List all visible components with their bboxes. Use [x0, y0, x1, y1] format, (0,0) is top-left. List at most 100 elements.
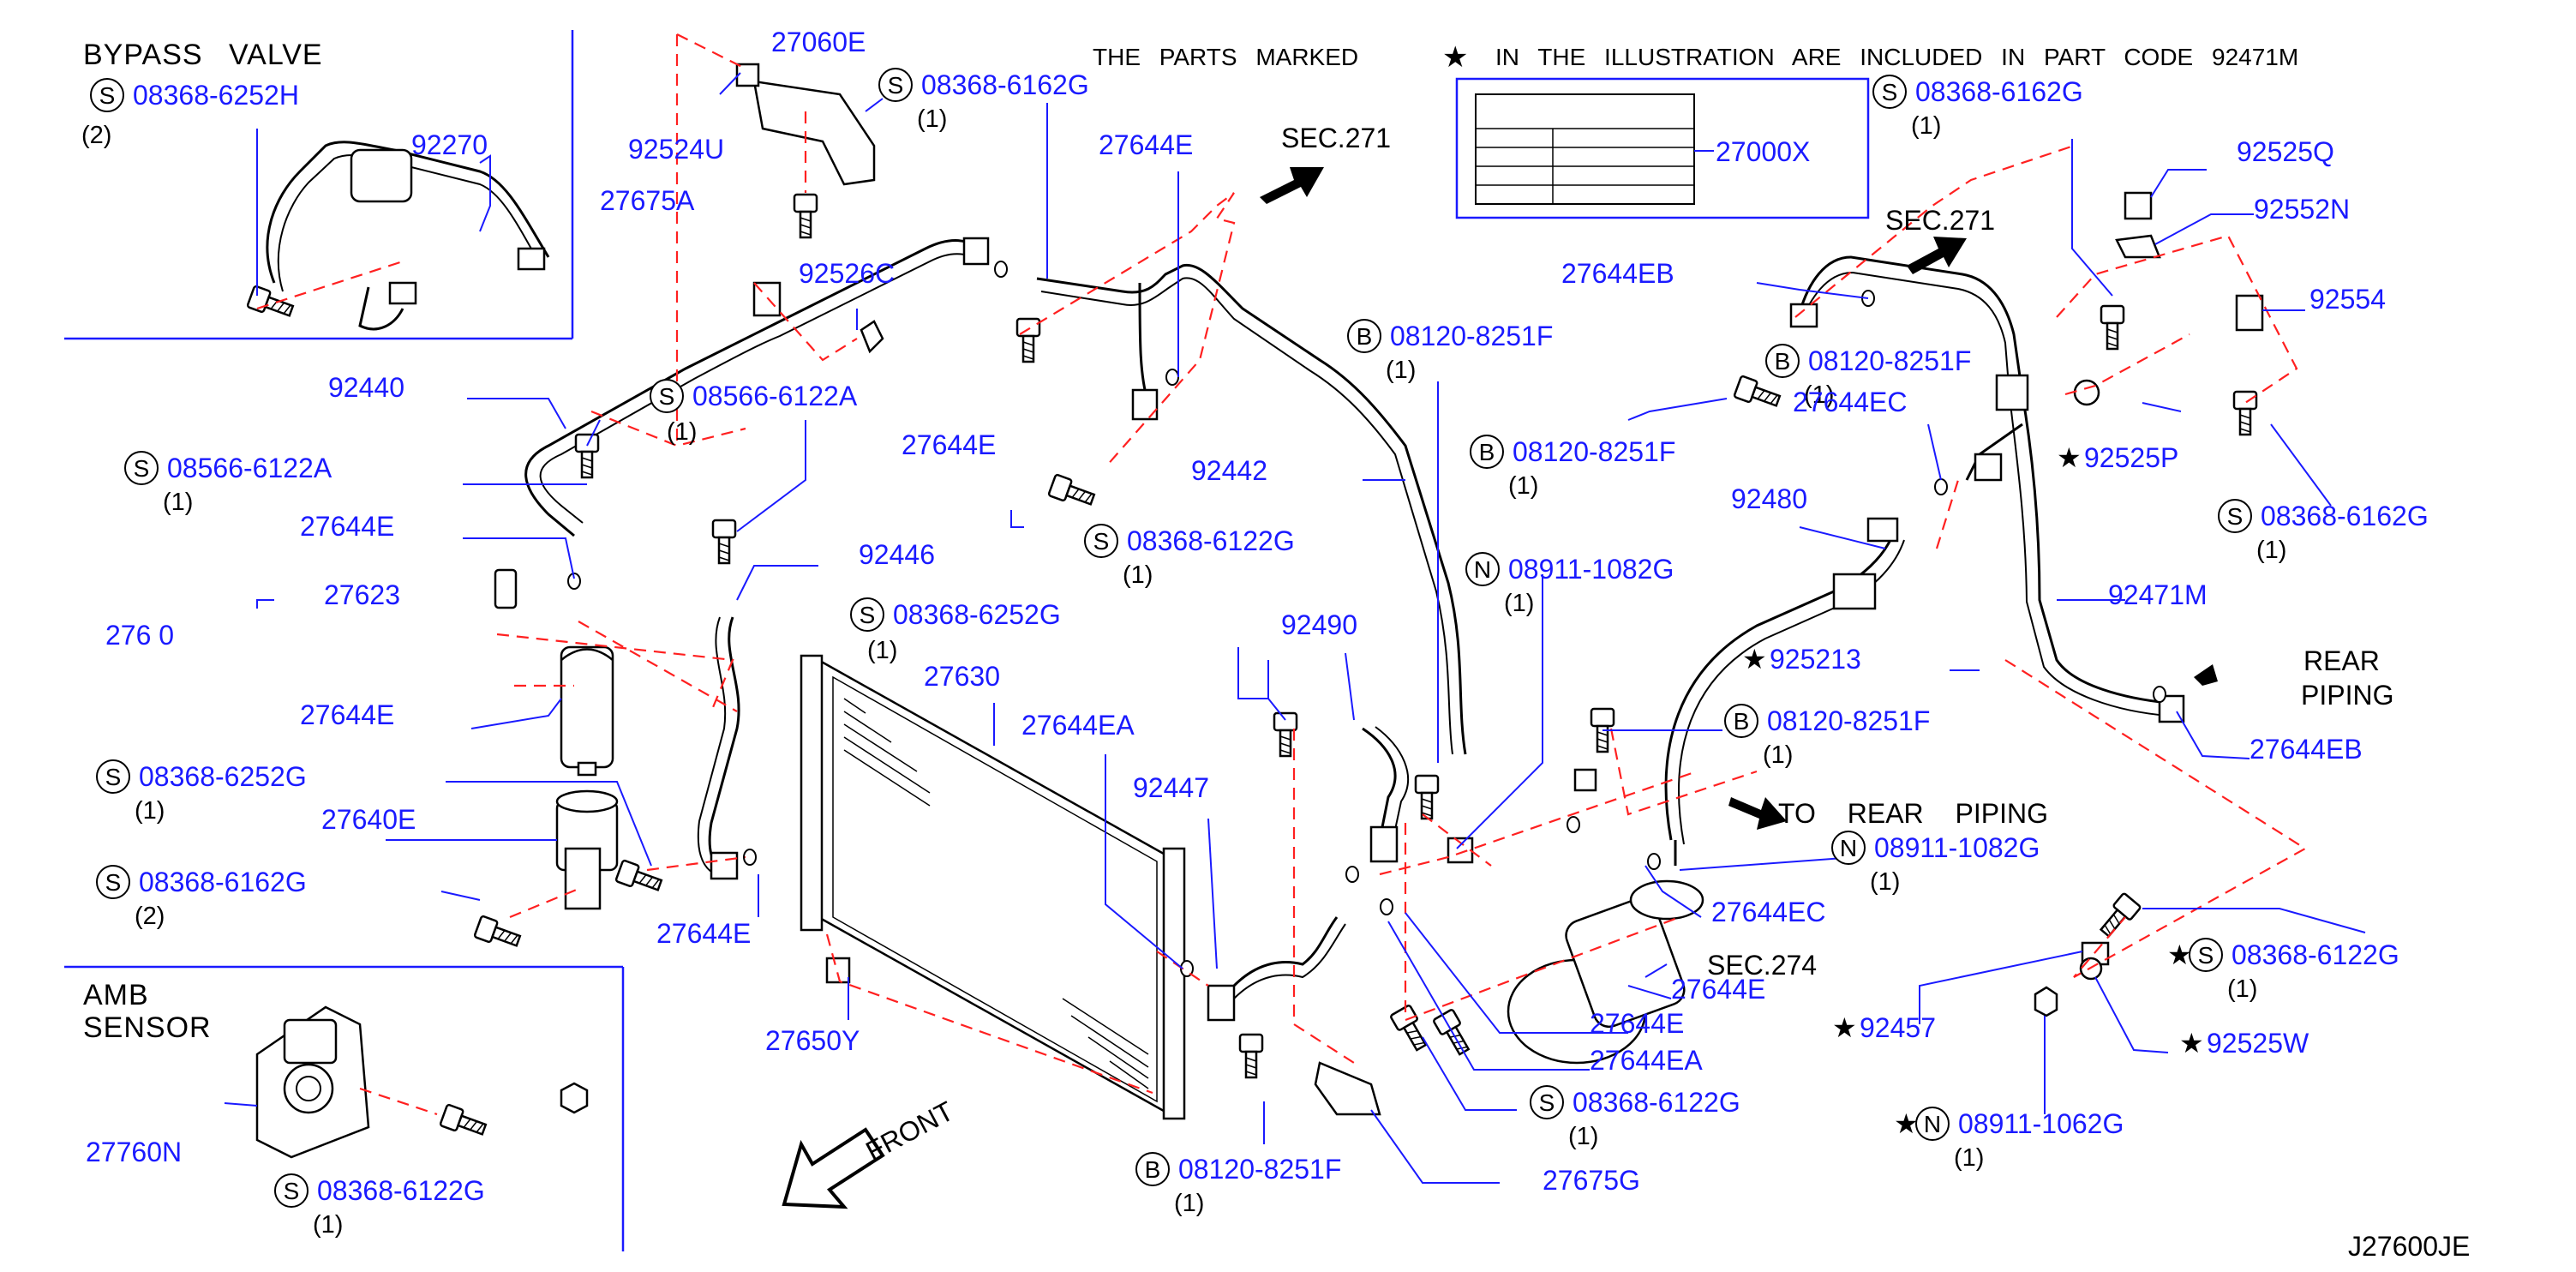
sec271-arrow-a — [1260, 167, 1324, 204]
part-prefix: S — [860, 602, 876, 628]
part-callout: 27644E — [1671, 974, 1765, 1005]
part-code: 27644EB — [1561, 258, 1674, 289]
part-callout: 92440 — [328, 372, 404, 403]
amb-sensor-title-2: SENSOR — [83, 1011, 212, 1044]
star-icon: ★ — [1832, 1012, 1857, 1043]
part-prefix: S — [2227, 503, 2244, 530]
part-code: 27644E — [1590, 1008, 1684, 1039]
part-callout: 27644EC — [1793, 387, 1907, 417]
hex-nut — [560, 1082, 589, 1114]
part-qty: (1) — [1954, 1144, 1984, 1172]
part-prefix: N — [1474, 556, 1491, 583]
part-prefix: S — [99, 82, 116, 109]
part-callout: 27644E — [300, 699, 394, 730]
prefix-circle-icon — [1530, 1085, 1564, 1119]
prefix-circle-icon — [90, 78, 124, 112]
to-rear-piping-arrow — [1728, 797, 1787, 830]
prefix-circle-icon — [2218, 499, 2252, 533]
part-code: 08368-6122G — [1573, 1087, 1740, 1118]
part-callout: 92471M — [2108, 579, 2208, 610]
part-code: 92471M — [2108, 579, 2208, 610]
part-prefix: N — [1840, 835, 1857, 861]
dashed-alignment-lines — [256, 33, 2308, 1116]
part-callout: 27623 — [324, 579, 400, 610]
part-code: 08120-8251F — [1390, 321, 1553, 351]
part-qty: (1) — [667, 418, 697, 446]
part-code: 08368-6122G — [317, 1175, 485, 1206]
part-code: 08368-6252G — [139, 761, 307, 792]
part-code: 92526C — [799, 258, 895, 289]
part-callout: 92446 — [859, 539, 935, 570]
part-qty: (1) — [1870, 868, 1900, 896]
part-callout: 92490 — [1281, 609, 1357, 640]
part-code: 27644E — [656, 918, 751, 949]
prefix-circle-icon — [1135, 1152, 1170, 1186]
note-included: IN THE ILLUSTRATION ARE INCLUDED IN PART… — [1495, 44, 2298, 70]
part-qty: (2) — [81, 122, 111, 149]
prefix-circle-icon — [96, 759, 130, 794]
part-code: 27644E — [300, 511, 394, 542]
part-qty: (1) — [163, 489, 193, 516]
prefix-circle-icon — [1465, 552, 1500, 586]
front-arrow — [782, 1127, 885, 1209]
rear-piping-label-2: PIPING — [2301, 680, 2393, 711]
part-prefix: B — [1479, 439, 1495, 465]
part-callout: 27644E — [1590, 1008, 1684, 1039]
part-qty: (1) — [1123, 561, 1153, 589]
sec271-label-a: SEC.271 — [1281, 123, 1391, 153]
part-prefix: B — [1357, 323, 1373, 350]
part-code: 08368-6122G — [1127, 525, 1295, 556]
part-callout: ★92457 — [1832, 1012, 1936, 1043]
front-label: FRONT — [860, 1095, 958, 1167]
nut-08911-1062g — [2034, 986, 2058, 1017]
part-prefix: S — [284, 1178, 300, 1204]
part-qty: (1) — [313, 1211, 343, 1239]
part-code: 08368-6252G — [893, 599, 1061, 630]
part-qty: (1) — [1508, 472, 1538, 500]
part-prefix: S — [1093, 528, 1110, 555]
prefix-circle-icon — [1831, 831, 1866, 865]
prefix-circle-icon — [878, 68, 913, 102]
part-callout: 92525Q — [2237, 136, 2334, 167]
bypass-valve-frame — [64, 30, 574, 340]
amb-sensor-part — [255, 1005, 370, 1159]
part-code: 27650Y — [765, 1025, 860, 1056]
part-code: 92270 — [411, 129, 488, 160]
part-callout: 27675G — [1543, 1165, 1640, 1196]
prefix-circle-icon — [96, 865, 130, 899]
part-callout: S 08368-6122G (1) — [1084, 524, 1295, 589]
part-qty: (1) — [867, 637, 897, 664]
part-callout: 92554 — [2309, 284, 2386, 315]
prefix-circle-icon — [1347, 319, 1381, 353]
part-callout: 27650Y — [765, 1025, 860, 1056]
part-code: 08368-6122G — [2232, 939, 2399, 970]
part-code: 27644E — [1671, 974, 1765, 1005]
compressor — [1507, 879, 1704, 1065]
part-prefix: B — [1775, 348, 1791, 375]
pipe-92471m — [1789, 255, 2185, 723]
part-prefix: B — [1734, 708, 1750, 735]
part-code: 08120-8251F — [1513, 436, 1675, 467]
prefix-circle-icon — [1915, 1107, 1950, 1141]
bracket-27675g — [1314, 1061, 1381, 1116]
leader-lines — [224, 72, 2366, 1184]
part-code: 92554 — [2309, 284, 2386, 315]
star-icon: ★ — [2057, 442, 2082, 473]
part-callout: 92442 — [1191, 455, 1267, 486]
part-code: 27630 — [924, 661, 1000, 692]
part-callout: B 08120-8251F (1) — [1470, 435, 1675, 500]
part-qty: (2) — [135, 903, 165, 930]
prefix-circle-icon — [274, 1173, 309, 1208]
